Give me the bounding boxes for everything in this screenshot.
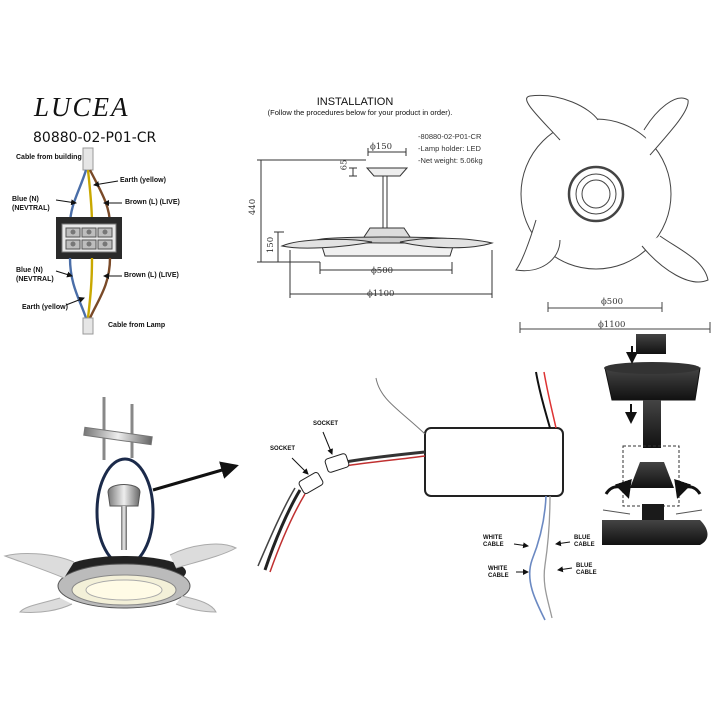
wire-yellow-bottom — [86, 257, 94, 319]
label-cable-from-building: Cable from building — [16, 154, 82, 161]
dim-top-body-diameter: ϕ500 — [601, 297, 624, 307]
label-blue-bottom: Blue (N) (NEVTRAL) — [16, 267, 54, 283]
arrow-blue-bottom — [55, 270, 73, 278]
label-blue-cable-1: BLUE CABLE — [574, 535, 595, 548]
spec-model: -80880-02-P01-CR — [418, 132, 482, 141]
label-socket-left: SOCKET — [270, 446, 296, 452]
label-cable-from-lamp: Cable from Lamp — [108, 322, 166, 329]
spec-net-weight: -Net weight: 5.06kg — [418, 156, 483, 165]
wiring-diagram — [55, 147, 122, 335]
installation-subtitle: (Follow the procedures below for your pr… — [267, 108, 453, 117]
socket-left — [298, 472, 324, 494]
callout-arrow — [152, 461, 239, 492]
side-view-drawing — [257, 148, 494, 298]
wire-blue-top — [68, 169, 88, 226]
cable-sleeve-top — [82, 147, 94, 171]
installation-title: INSTALLATION — [316, 96, 394, 108]
label-blue-top: Blue (N) (NEVTRAL) — [12, 196, 50, 212]
spec-lamp-holder: -Lamp holder: LED — [418, 144, 481, 153]
arrow-earth-bottom — [65, 297, 85, 306]
label-socket-right: SOCKET — [313, 421, 339, 427]
dim-top-span-diameter: ϕ1100 — [598, 320, 626, 330]
label-brown-top: Brown (L) (LIVE) — [125, 199, 180, 206]
dim-body-diameter: ϕ500 — [371, 266, 394, 276]
wire-yellow-top — [86, 169, 94, 226]
connection-detail — [257, 371, 573, 621]
dim-canopy-diameter: ϕ150 — [370, 142, 393, 152]
top-view-drawing — [515, 94, 711, 333]
exploded-mount-view — [602, 334, 708, 545]
cable-sleeve-bottom — [82, 317, 94, 335]
label-blue-cable-2: BLUE CABLE — [576, 563, 597, 576]
label-earth-top: Earth (yellow) — [120, 177, 166, 184]
label-white-cable-2: WHITE CABLE — [488, 566, 509, 579]
driver-box — [424, 427, 564, 497]
label-white-cable-1: WHITE CABLE — [483, 535, 504, 548]
brand-logo: LUCEA — [34, 92, 130, 122]
installed-lamp-illustration — [3, 397, 239, 613]
wire-brown-bottom — [88, 257, 112, 319]
arrow-earth-top — [93, 180, 119, 188]
label-brown-bottom: Brown (L) (LIVE) — [124, 272, 179, 279]
socket-right — [324, 453, 350, 473]
wire-blue-bottom — [68, 257, 88, 319]
model-code: 80880-02-P01-CR — [33, 130, 157, 146]
label-earth-bottom: Earth (yellow) — [22, 304, 68, 311]
arrow-blue-top — [55, 199, 77, 206]
